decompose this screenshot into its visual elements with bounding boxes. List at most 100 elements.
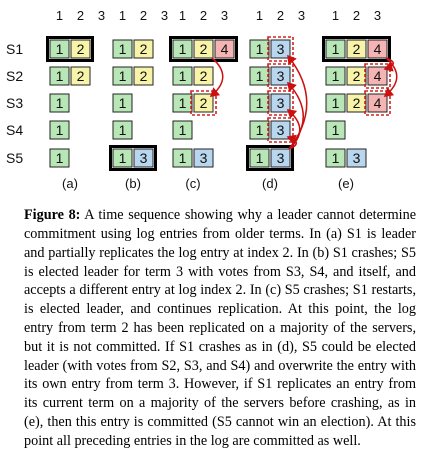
column-index-header: 2 [140,8,147,23]
log-entry-term-3 [270,39,291,59]
panel-label: (a) [62,176,78,191]
log-entry-term-3 [270,66,291,86]
log-entry-label: 4 [374,68,382,84]
log-entry-label: 2 [77,41,85,57]
log-entry-label: 1 [332,41,340,57]
log-entry-term-3 [270,120,291,140]
log-entry-term-2 [193,39,214,59]
log-entry-label: 1 [179,68,187,84]
log-entry-term-3 [346,148,367,168]
log-entry-label: 2 [353,41,361,57]
leader-border [46,36,94,62]
column-index-header: 2 [200,8,207,23]
replication-arrow [209,57,224,97]
replication-target-border [364,63,391,89]
log-entry-label: 2 [353,68,361,84]
leader-border [322,36,391,62]
log-entry-term-2 [346,66,367,86]
log-entry-term-2 [346,39,367,59]
log-entry-label: 3 [277,122,285,138]
log-entry-label: 3 [140,150,148,166]
log-entry-term-1 [172,66,193,86]
caption-label: Figure 8: [24,207,81,224]
log-entry-term-3 [270,93,291,113]
log-entry-label: 1 [256,41,264,57]
caption-text: A time sequence showing why a leader can… [24,207,417,449]
log-entry-label: 1 [56,95,64,111]
log-entry-label: 1 [332,95,340,111]
log-entry-term-1 [249,66,270,86]
server-label-s5: S5 [6,150,23,166]
replication-target-border [267,63,294,89]
panel-label: (e) [338,176,354,191]
log-entry-label: 2 [200,41,208,57]
log-entry-label: 1 [179,95,187,111]
server-label-s1: S1 [6,41,23,57]
column-index-header: 3 [221,8,228,23]
column-index-header: 1 [56,8,63,23]
replication-target-border [267,36,294,62]
log-entry-label: 1 [56,41,64,57]
log-entry-term-1 [172,93,193,113]
log-entry-label: 1 [256,150,264,166]
log-entry-term-1 [172,39,193,59]
replication-target-border [267,117,294,143]
figure-caption: Figure 8: A time sequence showing why a … [24,206,416,450]
log-entry-label: 4 [221,41,229,57]
column-index-header: 1 [332,8,339,23]
log-entry-term-4 [367,39,388,59]
panel-label: (d) [262,176,278,191]
log-entry-term-1 [249,39,270,59]
log-entry-label: 2 [353,95,361,111]
log-entry-term-1 [49,120,70,140]
log-entry-term-2 [346,93,367,113]
log-entry-term-1 [249,93,270,113]
log-entry-term-1 [112,66,133,86]
log-entry-label: 2 [200,95,208,111]
log-entry-term-1 [112,120,133,140]
log-entry-label: 3 [277,150,285,166]
log-entry-term-2 [70,39,91,59]
log-entry-term-1 [325,39,346,59]
column-index-header: 2 [353,8,360,23]
log-entry-term-1 [49,66,70,86]
column-index-header: 3 [298,8,305,23]
log-entry-term-1 [172,148,193,168]
log-entry-label: 2 [140,68,148,84]
column-index-header: 1 [119,8,126,23]
log-entry-label: 1 [56,122,64,138]
replication-arrow [383,57,394,72]
log-entry-term-2 [70,66,91,86]
replication-target-border [190,90,217,116]
log-entry-term-4 [367,93,388,113]
replication-arrow [287,54,308,150]
log-entry-term-1 [325,66,346,86]
column-index-header: 1 [179,8,186,23]
log-entry-label: 3 [200,150,208,166]
log-entry-term-4 [214,39,235,59]
log-entry-label: 1 [119,150,127,166]
log-entry-label: 1 [332,122,340,138]
server-label-s2: S2 [6,68,23,84]
panel-label: (b) [125,176,141,191]
replication-arrow [286,134,297,150]
log-entry-label: 2 [77,68,85,84]
log-entry-term-1 [172,120,193,140]
log-entry-term-2 [193,93,214,113]
log-entry-label: 1 [256,68,264,84]
log-entry-label: 1 [119,41,127,57]
log-entry-term-4 [367,66,388,86]
replication-target-border [364,90,391,116]
log-entry-label: 2 [200,68,208,84]
log-entry-term-1 [49,39,70,59]
log-entry-label: 4 [374,41,382,57]
column-index-header: 1 [256,8,263,23]
log-entry-label: 1 [332,68,340,84]
log-entry-label: 2 [140,41,148,57]
log-entry-term-2 [133,66,154,86]
log-entry-term-2 [133,39,154,59]
log-entry-label: 1 [179,122,187,138]
column-index-header: 2 [277,8,284,23]
column-index-header: 3 [374,8,381,23]
